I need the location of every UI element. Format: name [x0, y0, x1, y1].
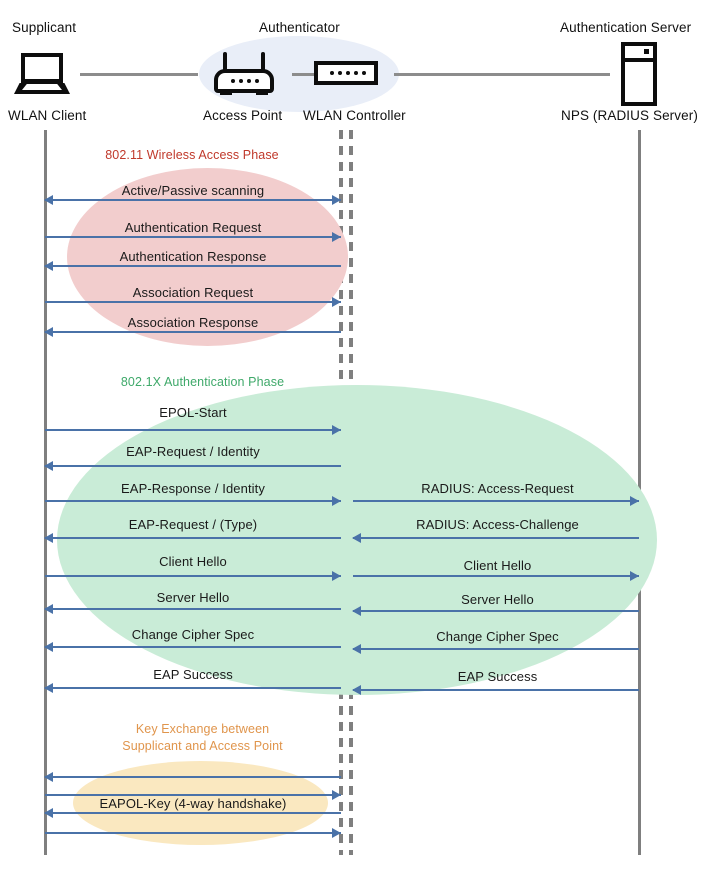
- arrow-head-right-icon: [332, 232, 341, 242]
- access-point-led-row: [231, 79, 259, 83]
- controller-led-row: [330, 71, 366, 75]
- message-arrow: [45, 429, 341, 431]
- phase-label-wireless-access: 802.11 Wireless Access Phase: [105, 148, 279, 162]
- message-arrow-right: [353, 537, 639, 539]
- arrow-head-right-icon: [332, 195, 341, 205]
- arrow-head-right-icon: [332, 297, 341, 307]
- message-arrow: [45, 608, 341, 610]
- arrow-head-left-icon: [44, 604, 53, 614]
- message-arrow: [45, 465, 341, 467]
- message-arrow: [45, 832, 341, 834]
- message-arrow: [45, 812, 341, 814]
- message-arrow: [45, 575, 341, 577]
- actor-caption-wlan-controller: WLAN Controller: [303, 108, 406, 123]
- message-label: EAP-Request / (Type): [128, 517, 258, 532]
- router-switch-icon: [314, 61, 378, 85]
- link-client-to-ap: [80, 73, 198, 76]
- message-arrow: [45, 331, 341, 333]
- arrow-head-left-icon: [44, 808, 53, 818]
- message-arrow: [45, 301, 341, 303]
- message-arrow-right: [353, 575, 639, 577]
- arrow-head-left-icon: [44, 461, 53, 471]
- message-arrow: [45, 199, 341, 201]
- actor-title-supplicant: Supplicant: [12, 20, 77, 35]
- link-controller-to-server: [394, 73, 610, 76]
- message-arrow: [45, 776, 341, 778]
- message-label: Association Request: [132, 285, 254, 300]
- arrow-head-left-icon: [352, 644, 361, 654]
- arrow-head-right-icon: [332, 425, 341, 435]
- arrow-head-left-icon: [352, 606, 361, 616]
- message-label: EAP-Request / Identity: [126, 444, 260, 459]
- arrow-head-right-icon: [630, 496, 639, 506]
- access-point-icon: [214, 52, 274, 96]
- phase-blob-key-exchange: [73, 761, 328, 845]
- message-arrow-right: [353, 648, 639, 650]
- actor-caption-nps-radius-server: NPS (RADIUS Server): [561, 108, 698, 123]
- message-label: Authentication Response: [119, 249, 267, 264]
- message-label: EPOL-Start: [159, 405, 227, 420]
- arrow-head-left-icon: [44, 261, 53, 271]
- arrow-head-left-icon: [44, 327, 53, 337]
- arrow-head-right-icon: [332, 496, 341, 506]
- message-label: Active/Passive scanning: [121, 183, 265, 198]
- message-label-right: RADIUS: Access-Challenge: [416, 517, 579, 532]
- message-label: EAP Success: [153, 667, 233, 682]
- message-label: EAP-Response / Identity: [121, 481, 265, 496]
- arrow-head-right-icon: [630, 571, 639, 581]
- arrow-head-right-icon: [332, 790, 341, 800]
- message-label: Change Cipher Spec: [131, 627, 255, 642]
- actor-caption-wlan-client: WLAN Client: [8, 108, 87, 123]
- message-label-right: Server Hello: [461, 592, 534, 607]
- message-label-group-key-exchange: EAPOL-Key (4-way handshake): [99, 796, 287, 811]
- actor-title-authenticator: Authenticator: [259, 20, 340, 35]
- phase-label-dot1x: 802.1X Authentication Phase: [120, 375, 285, 389]
- laptop-icon: [14, 53, 70, 94]
- arrow-head-right-icon: [332, 828, 341, 838]
- server-icon: [621, 42, 657, 106]
- message-arrow: [45, 500, 341, 502]
- message-arrow-right: [353, 689, 639, 691]
- message-label: Client Hello: [159, 554, 227, 569]
- message-label-right: EAP Success: [457, 669, 538, 684]
- message-arrow-right: [353, 610, 639, 612]
- message-arrow: [45, 646, 341, 648]
- link-ap-to-controller: [292, 73, 314, 76]
- arrow-head-left-icon: [352, 685, 361, 695]
- message-label: Authentication Request: [124, 220, 262, 235]
- lifeline-supplicant: [44, 130, 47, 855]
- arrow-head-left-icon: [352, 533, 361, 543]
- message-arrow: [45, 794, 341, 796]
- arrow-head-left-icon: [44, 533, 53, 543]
- message-arrow-right: [353, 500, 639, 502]
- actor-caption-access-point: Access Point: [203, 108, 283, 123]
- arrow-head-left-icon: [44, 642, 53, 652]
- message-label: Server Hello: [156, 590, 230, 605]
- phase-blob-wireless-access: [67, 168, 348, 346]
- message-label-right: Client Hello: [463, 558, 532, 573]
- arrow-head-left-icon: [44, 772, 53, 782]
- arrow-head-right-icon: [332, 571, 341, 581]
- actor-title-authentication-server: Authentication Server: [560, 20, 692, 35]
- message-arrow: [45, 537, 341, 539]
- message-arrow: [45, 236, 341, 238]
- message-arrow: [45, 265, 341, 267]
- arrow-head-left-icon: [44, 683, 53, 693]
- arrow-head-left-icon: [44, 195, 53, 205]
- message-label: Association Response: [127, 315, 259, 330]
- message-label-right: RADIUS: Access-Request: [421, 481, 574, 496]
- phase-label-key-exchange: Key Exchange between Supplicant and Acce…: [122, 722, 283, 753]
- message-arrow: [45, 687, 341, 689]
- message-label-right: Change Cipher Spec: [436, 629, 559, 644]
